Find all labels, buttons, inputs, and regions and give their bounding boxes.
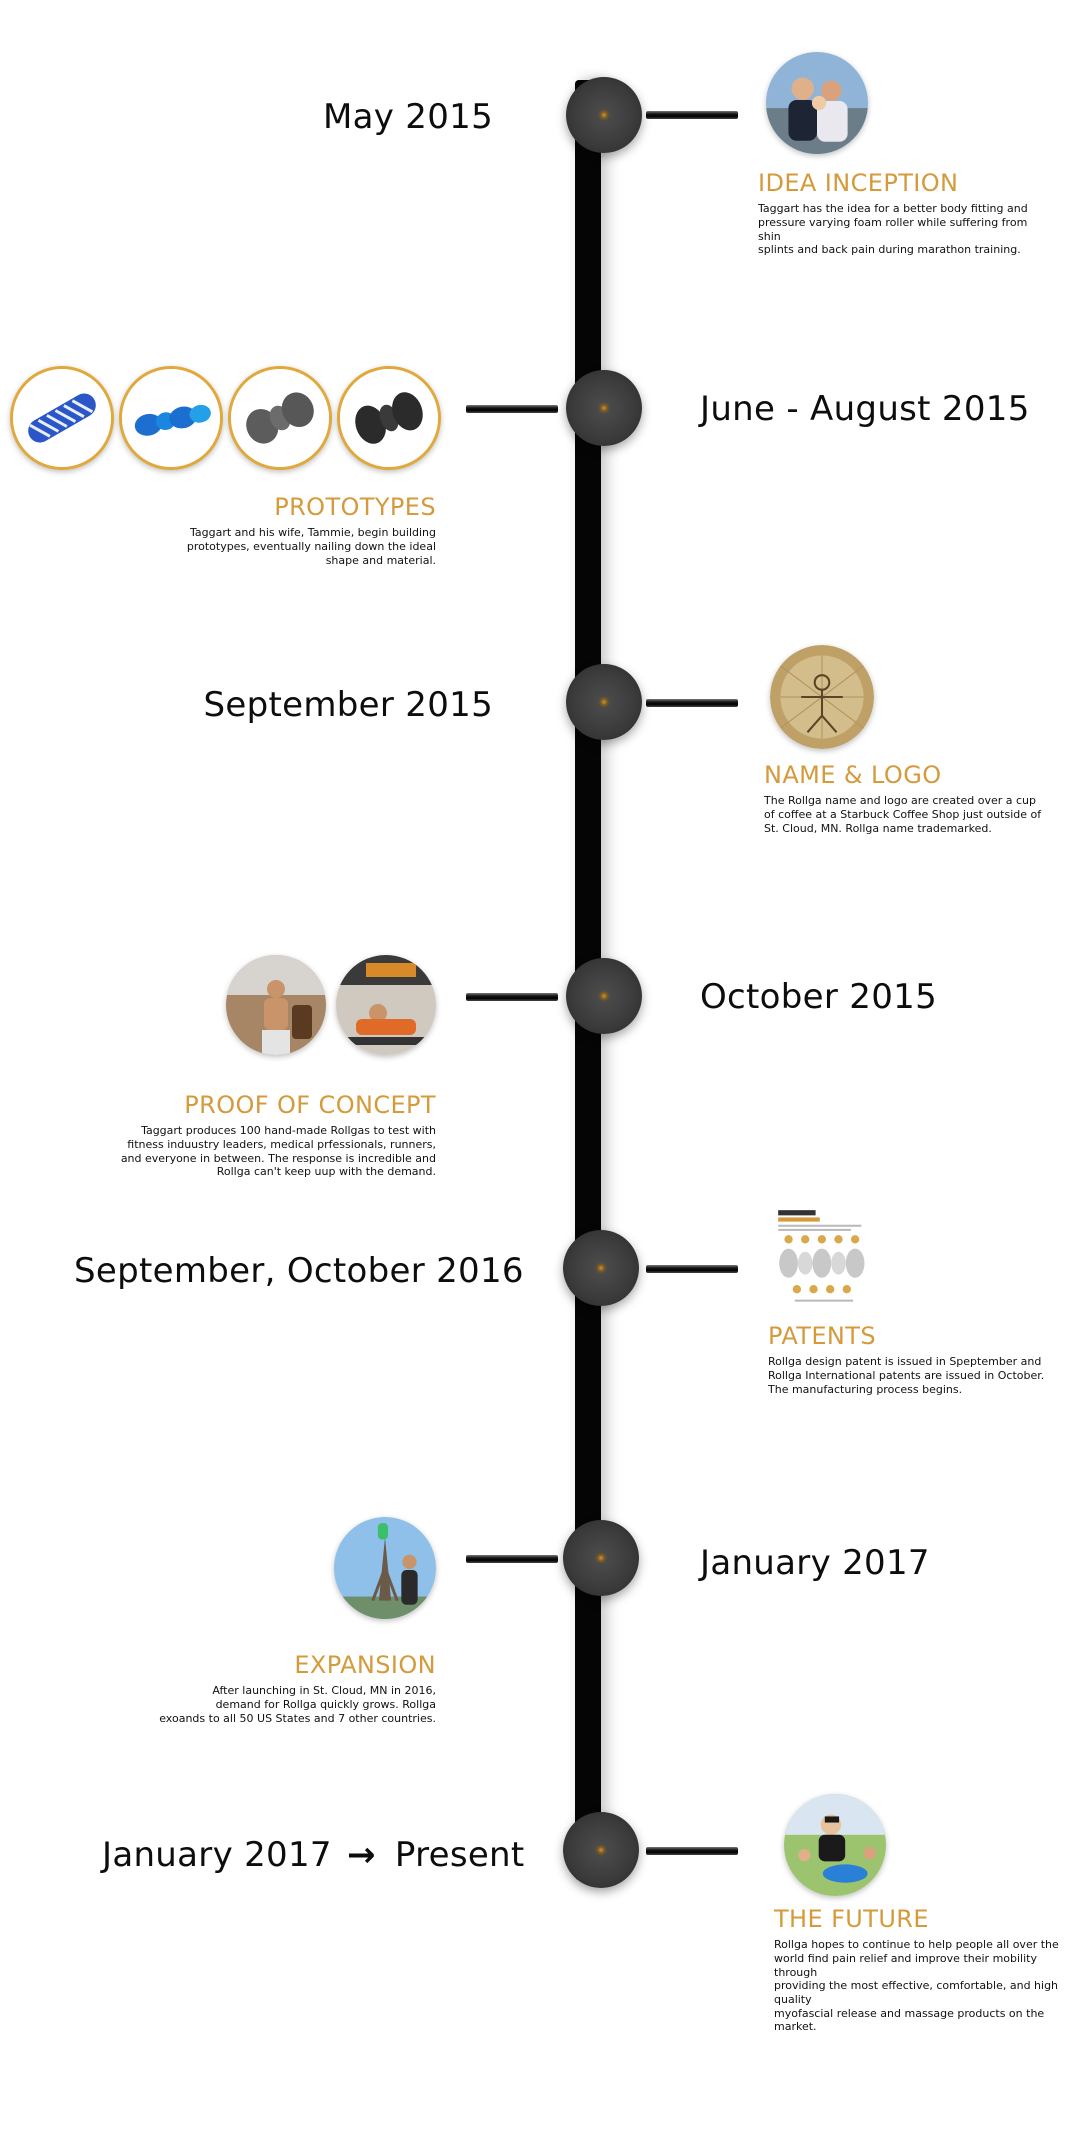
black-roller-icon <box>340 369 438 467</box>
connector-october-2015 <box>466 993 558 1001</box>
milestone-title: PROOF OF CONCEPT <box>184 1091 436 1119</box>
date-january-2017: January 2017 <box>700 1543 930 1583</box>
milestone-description: Taggart has the idea for a better body f… <box>758 202 1028 257</box>
date-october-2015: October 2015 <box>700 977 938 1017</box>
connector-may-2015 <box>646 111 738 119</box>
blue-roller-icon <box>122 369 220 467</box>
milestone-description: Taggart and his wife, Tammie, begin buil… <box>186 526 436 567</box>
arrow-right-icon: → <box>346 1835 376 1875</box>
date-present-start: January 2017 <box>102 1835 332 1875</box>
timeline-node-may-2015 <box>566 77 642 153</box>
couple-photo-icon <box>766 52 868 154</box>
milestone-description: The Rollga name and logo are created ove… <box>764 794 1042 835</box>
gym-photo-2 <box>336 955 436 1055</box>
timeline-node-september-2015 <box>566 664 642 740</box>
eiffel-tower-photo-icon <box>334 1517 436 1619</box>
connector-sept-oct-2016 <box>646 1265 738 1273</box>
milestone-card-proof-of-concept: PROOF OF CONCEPT Taggart produces 100 ha… <box>100 1092 436 1179</box>
milestone-description: Taggart produces 100 hand-made Rollgas t… <box>120 1124 436 1179</box>
gym-photo-1 <box>226 955 326 1055</box>
date-present-end: Present <box>394 1835 525 1875</box>
milestone-card-name-logo: NAME & LOGO The Rollga name and logo are… <box>764 762 1054 835</box>
prototype-2-photo <box>119 366 223 470</box>
gym-photo-1-icon <box>226 955 326 1055</box>
couple-photo <box>766 52 868 154</box>
milestone-card-the-future: THE FUTURE Rollga hopes to continue to h… <box>774 1906 1074 2034</box>
prototype-1-photo <box>10 366 114 470</box>
date-present: January 2017 → Present <box>102 1835 525 1875</box>
milestone-description: Rollga hopes to continue to help people … <box>774 1938 1059 2034</box>
milestone-card-expansion: EXPANSION After launching in St. Cloud, … <box>140 1652 436 1725</box>
timeline-node-present <box>563 1812 639 1888</box>
milestone-title: IDEA INCEPTION <box>758 169 959 197</box>
connector-present <box>646 1847 738 1855</box>
yoga-photo-icon <box>784 1794 886 1896</box>
grey-roller-icon <box>231 369 329 467</box>
milestone-card-prototypes: PROTOTYPES Taggart and his wife, Tammie,… <box>130 494 436 567</box>
date-june-august-2015: June - August 2015 <box>700 389 1030 429</box>
logo-sketch <box>770 645 874 749</box>
prototype-4-photo <box>337 366 441 470</box>
date-may-2015: May 2015 <box>322 97 493 137</box>
timeline-node-sept-oct-2016 <box>563 1230 639 1306</box>
timeline-node-october-2015 <box>566 958 642 1034</box>
eiffel-tower-photo <box>334 1517 436 1619</box>
connector-january-2017 <box>466 1555 558 1563</box>
gym-photo-2-icon <box>336 955 436 1055</box>
patent-diagram <box>774 1206 878 1310</box>
blue-white-roller-icon <box>13 369 111 467</box>
patent-diagram-icon <box>774 1206 878 1310</box>
milestone-title: NAME & LOGO <box>764 761 942 789</box>
prototype-3-photo <box>228 366 332 470</box>
milestone-card-idea-inception: IDEA INCEPTION Taggart has the idea for … <box>758 170 1048 257</box>
logo-sketch-icon <box>770 645 874 749</box>
connector-june-august-2015 <box>466 405 558 413</box>
date-september-2015: September 2015 <box>203 685 493 725</box>
timeline-node-january-2017 <box>563 1520 639 1596</box>
milestone-title: PROTOTYPES <box>274 493 436 521</box>
yoga-photo <box>784 1794 886 1896</box>
milestone-title: THE FUTURE <box>774 1905 929 1933</box>
date-sept-oct-2016: September, October 2016 <box>74 1251 524 1291</box>
milestone-title: EXPANSION <box>294 1651 436 1679</box>
milestone-title: PATENTS <box>768 1322 876 1350</box>
connector-september-2015 <box>646 699 738 707</box>
milestone-description: Rollga design patent is issued in Spepte… <box>768 1355 1045 1396</box>
milestone-card-patents: PATENTS Rollga design patent is issued i… <box>768 1323 1058 1396</box>
milestone-description: After launching in St. Cloud, MN in 2016… <box>159 1684 436 1725</box>
timeline-node-june-august-2015 <box>566 370 642 446</box>
